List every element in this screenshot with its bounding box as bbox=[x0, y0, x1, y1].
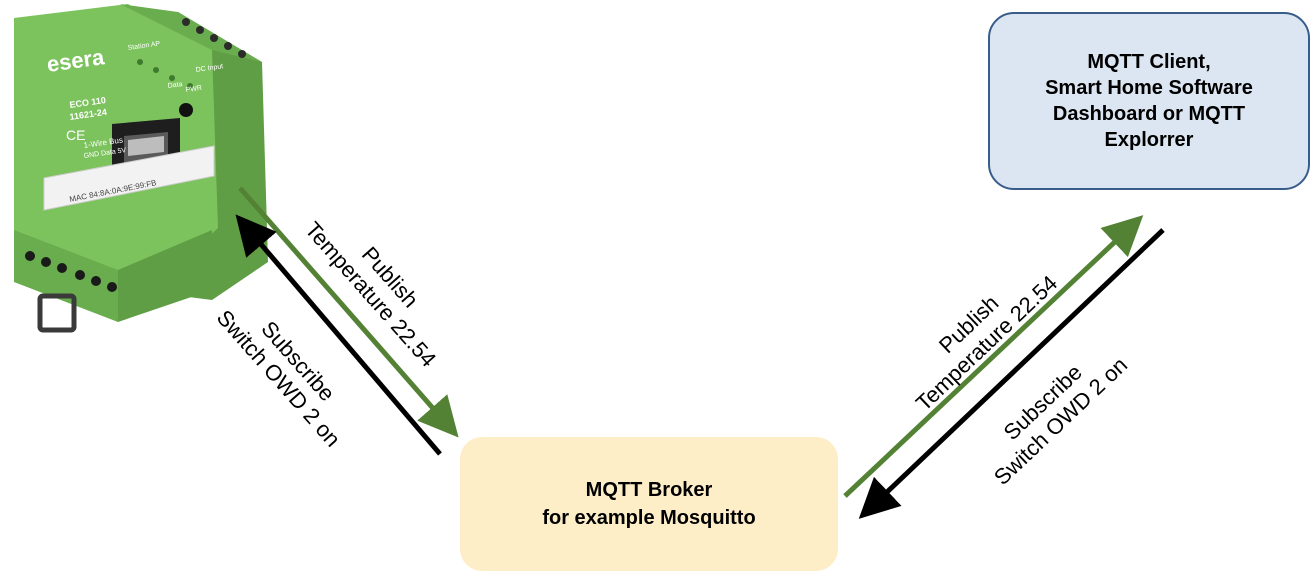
device-module: MAC 84:8A:0A:9E:99:FB esera ECO 110 1162… bbox=[14, 4, 268, 333]
mqtt-broker-box: MQTT Broker for example Mosquitto bbox=[460, 437, 838, 571]
device-port-label-dc: DC Input bbox=[195, 63, 223, 74]
broker-line-2: for example Mosquitto bbox=[542, 507, 756, 529]
device-port-label-data: Data bbox=[167, 81, 183, 90]
device-port-label-pwr: PWR bbox=[185, 85, 202, 94]
ce-mark-icon: CE bbox=[66, 127, 85, 143]
client-line-4: Explorrer bbox=[1104, 129, 1194, 151]
client-line-1: MQTT Client, bbox=[1087, 51, 1211, 73]
right-publish-arrow bbox=[843, 215, 1144, 498]
right-subscribe-arrow bbox=[858, 228, 1165, 519]
left-subscribe-arrow bbox=[235, 214, 442, 456]
client-line-2: Smart Home Software bbox=[1045, 77, 1253, 99]
mqtt-client-box: MQTT Client, Smart Home Software Dashboa… bbox=[988, 12, 1310, 190]
broker-line-1: MQTT Broker bbox=[585, 479, 713, 501]
device-port-label-ap: Station AP bbox=[127, 40, 161, 52]
client-line-3: Dashboard or MQTT bbox=[1052, 103, 1246, 125]
